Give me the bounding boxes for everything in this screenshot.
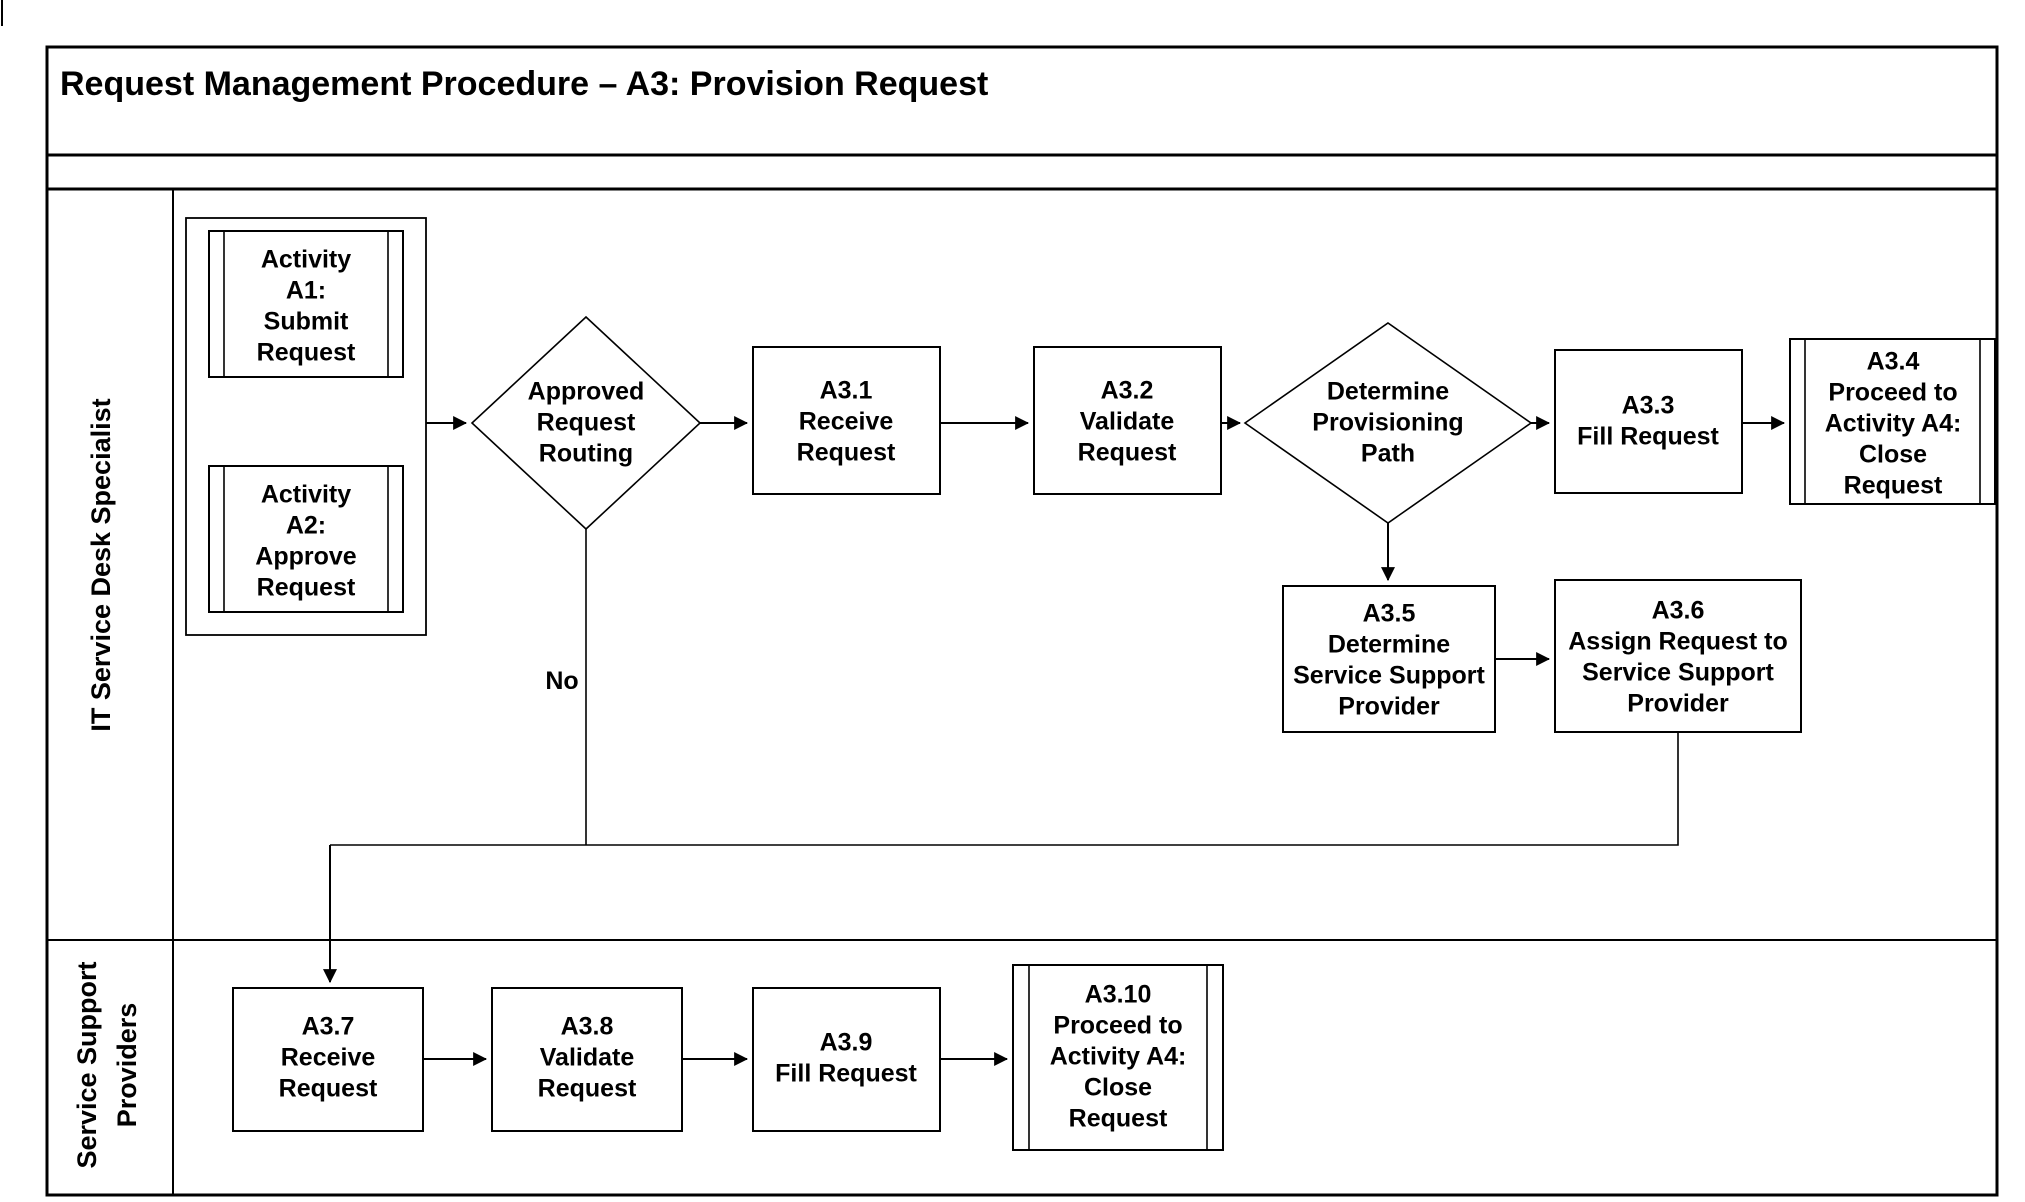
node-a3-8-line-1: Validate bbox=[540, 1044, 635, 1072]
node-a3-2[interactable]: A3.2 Validate Request bbox=[1033, 346, 1222, 495]
node-decision-path-line-1: Provisioning bbox=[1312, 409, 1463, 437]
node-decision-path-line-2: Path bbox=[1361, 440, 1415, 468]
node-a3-4-line-3: Close bbox=[1859, 441, 1927, 469]
diagram-frame bbox=[45, 45, 1999, 1197]
node-a3-5[interactable]: A3.5 Determine Service Support Provider bbox=[1282, 585, 1496, 733]
node-a3-8[interactable]: A3.8 Validate Request bbox=[491, 987, 683, 1132]
node-decision-routing-line-2: Routing bbox=[539, 440, 633, 468]
node-activity-a1-line-1: A1: bbox=[286, 277, 326, 305]
node-a3-10-line-0: A3.10 bbox=[1085, 981, 1152, 1009]
node-a3-1-line-2: Request bbox=[797, 439, 896, 467]
node-a3-7-line-2: Request bbox=[279, 1075, 378, 1103]
connector-a3-6-to-lane2-bus bbox=[330, 732, 1679, 846]
node-a3-9-line-0: A3.9 bbox=[820, 1029, 873, 1057]
node-a3-10-line-4: Request bbox=[1069, 1105, 1168, 1133]
node-a3-10[interactable]: A3.10 Proceed to Activity A4: Close Requ… bbox=[1012, 964, 1224, 1151]
lane-label-service-support-line2: Providers bbox=[112, 1003, 142, 1128]
node-activity-a1-line-0: Activity bbox=[261, 246, 351, 274]
lane-label-it-service-desk: IT Service Desk Specialist bbox=[86, 398, 116, 731]
node-a3-5-line-1: Determine bbox=[1328, 631, 1450, 659]
edge-label-no: No bbox=[545, 667, 578, 695]
node-a3-10-line-1: Proceed to bbox=[1053, 1012, 1182, 1040]
node-a3-5-line-0: A3.5 bbox=[1363, 600, 1416, 628]
node-a3-5-line-2: Service Support bbox=[1293, 662, 1485, 690]
node-a3-4-line-2: Activity A4: bbox=[1825, 410, 1962, 438]
node-activity-a2-line-3: Request bbox=[257, 574, 356, 602]
node-a3-7-line-1: Receive bbox=[281, 1044, 376, 1072]
node-a3-7-line-0: A3.7 bbox=[302, 1013, 355, 1041]
node-a3-3[interactable]: A3.3 Fill Request bbox=[1554, 349, 1743, 494]
lane-label-service-support-line1: Service Support bbox=[72, 961, 102, 1168]
node-activity-a2-line-0: Activity bbox=[261, 481, 351, 509]
node-activity-a2[interactable]: Activity A2: Approve Request bbox=[208, 465, 404, 613]
node-a3-6-line-3: Provider bbox=[1627, 690, 1729, 718]
node-a3-3-line-1: Fill Request bbox=[1577, 423, 1719, 451]
node-a3-2-line-2: Request bbox=[1078, 439, 1177, 467]
node-a3-6-line-0: A3.6 bbox=[1652, 597, 1705, 625]
node-a3-6-line-2: Service Support bbox=[1582, 659, 1774, 687]
node-a3-5-line-3: Provider bbox=[1338, 693, 1440, 721]
node-decision-approved-request-routing[interactable]: Approved Request Routing bbox=[470, 315, 702, 531]
node-a3-1-line-1: Receive bbox=[799, 408, 894, 436]
node-a3-10-line-2: Activity A4: bbox=[1050, 1043, 1187, 1071]
node-activity-a1-line-2: Submit bbox=[264, 308, 349, 336]
node-a3-4-line-1: Proceed to bbox=[1828, 379, 1957, 407]
activity-group-box bbox=[185, 217, 427, 636]
node-activity-a2-line-2: Approve bbox=[255, 543, 357, 571]
node-a3-2-line-1: Validate bbox=[1080, 408, 1175, 436]
node-a3-9[interactable]: A3.9 Fill Request bbox=[752, 987, 941, 1132]
node-decision-path-line-0: Determine bbox=[1327, 378, 1449, 406]
node-a3-7[interactable]: A3.7 Receive Request bbox=[232, 987, 424, 1132]
node-a3-9-line-1: Fill Request bbox=[775, 1060, 917, 1088]
node-a3-8-line-2: Request bbox=[538, 1075, 637, 1103]
node-decision-routing-line-0: Approved bbox=[528, 378, 645, 406]
node-a3-6-line-1: Assign Request to bbox=[1568, 628, 1787, 656]
node-a3-4-line-4: Request bbox=[1844, 472, 1943, 500]
page-title: Request Management Procedure – A3: Provi… bbox=[60, 65, 988, 103]
node-a3-3-line-0: A3.3 bbox=[1622, 392, 1675, 420]
node-a3-1[interactable]: A3.1 Receive Request bbox=[752, 346, 941, 495]
node-activity-a1-line-3: Request bbox=[257, 339, 356, 367]
node-activity-a1[interactable]: Activity A1: Submit Request bbox=[208, 230, 404, 378]
node-activity-a2-line-1: A2: bbox=[286, 512, 326, 540]
node-a3-6[interactable]: A3.6 Assign Request to Service Support P… bbox=[1554, 579, 1802, 733]
node-a3-8-line-0: A3.8 bbox=[561, 1013, 614, 1041]
node-a3-4[interactable]: A3.4 Proceed to Activity A4: Close Reque… bbox=[1789, 338, 1996, 505]
node-decision-routing-line-1: Request bbox=[537, 409, 636, 437]
node-a3-1-line-0: A3.1 bbox=[820, 377, 873, 405]
node-a3-2-line-0: A3.2 bbox=[1101, 377, 1154, 405]
node-a3-10-line-3: Close bbox=[1084, 1074, 1152, 1102]
node-a3-4-line-0: A3.4 bbox=[1867, 348, 1920, 376]
node-decision-determine-provisioning-path[interactable]: Determine Provisioning Path bbox=[1243, 322, 1533, 524]
